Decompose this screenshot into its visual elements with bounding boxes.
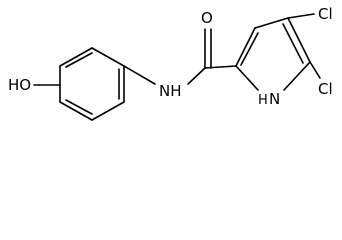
bond-pyrrole-c3-c4: [254, 17, 289, 29]
bond-ring-top-left-double: [65, 52, 93, 68]
bond-ring-top-left: [59, 47, 93, 67]
bond-pyrrole-c4-c5-double: [282, 23, 304, 64]
bond-pyrrole-c2-c3: [235, 27, 256, 67]
hydroxyl-label: HO: [8, 76, 31, 94]
bond-ring-top-right: [91, 47, 125, 67]
bond-pyrrole-n-c2: [235, 65, 259, 91]
bond-c5-to-chlorine: [309, 61, 321, 79]
pyrrole-h-label: H: [258, 93, 268, 108]
bond-pyrrole-c4-c5: [287, 17, 311, 63]
pyrrole-n-label: N: [269, 90, 280, 108]
bond-ring-bottom-left: [59, 101, 93, 121]
chlorine-top-label: Cl: [318, 5, 333, 23]
carbonyl-oxygen-label: O: [201, 9, 213, 27]
chlorine-bottom-label: Cl: [318, 80, 333, 98]
benzene-ring: [59, 47, 125, 121]
bond-pyrrole-c5-n: [283, 61, 311, 91]
amide-nh-label: NH: [159, 82, 182, 100]
pyrrole-ring: [235, 17, 311, 91]
bond-c4-to-chlorine: [287, 13, 315, 19]
bond-ring-bottom-right: [91, 101, 125, 121]
bond-ring-bottom-left-double: [65, 99, 93, 115]
bond-n-to-carbonyl-c: [187, 67, 206, 85]
bond-ring-to-amide-n: [123, 65, 156, 85]
molecule-structure: HO NH O Cl Cl H N: [8, 5, 333, 121]
bond-pyrrole-c2-c3-double: [240, 32, 259, 66]
bond-carbonyl-c-to-pyrrole: [204, 65, 237, 69]
